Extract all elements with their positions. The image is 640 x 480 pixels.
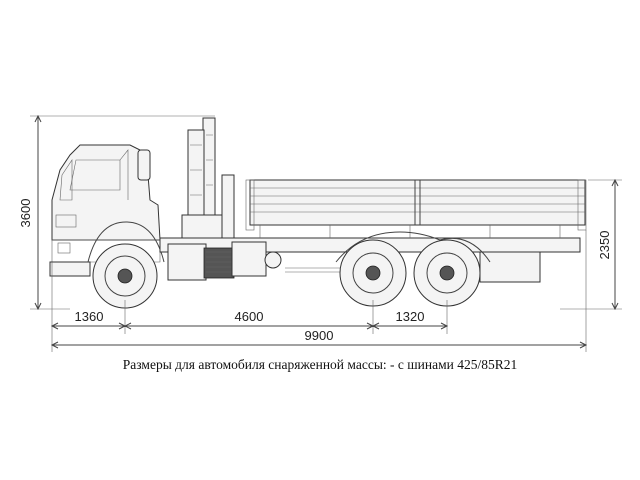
truck-outline (49, 117, 587, 283)
rear-wheel-2 (413, 239, 481, 307)
dimension-lines (30, 114, 622, 352)
rear-axle-spacing-label: 1320 (396, 309, 425, 324)
front-wheel (92, 243, 158, 309)
overall-height-label: 3600 (18, 199, 33, 228)
rear-wheel-1 (339, 239, 407, 307)
wheelbase-label: 4600 (235, 309, 264, 324)
crane-outline (181, 117, 235, 241)
front-overhang-label: 1360 (75, 309, 104, 324)
platform-height-label: 2350 (597, 231, 612, 260)
overall-length-label: 9900 (305, 328, 334, 343)
drawing-caption: Размеры для автомобиля снаряженной массы… (122, 357, 518, 372)
cargo-platform (245, 179, 587, 238)
